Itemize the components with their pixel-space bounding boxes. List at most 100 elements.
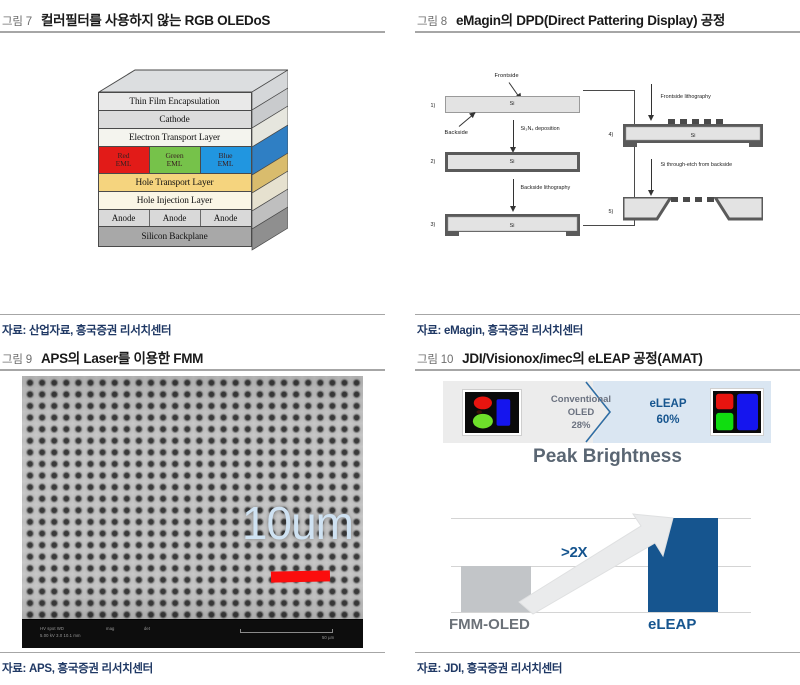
- anode-cell-3: Anode: [213, 213, 238, 223]
- figure-8-source: 자료: eMagin, 흥국증권 리서치센터: [417, 325, 584, 337]
- figure-8-number: 그림 8: [417, 16, 447, 28]
- sem-scale-bar: [270, 569, 331, 583]
- figure-8-bottom-rule: [415, 314, 800, 315]
- step-4-wafer-shape: Si: [622, 118, 763, 147]
- figure-7-bottom-rule: [0, 314, 385, 315]
- emitter-red: Red EML: [98, 147, 150, 173]
- flow-connector: [582, 89, 635, 226]
- step-1-si-label: Si: [509, 101, 515, 107]
- oledos-stack-diagram: Thin Film Encapsulation Cathode Electron…: [97, 69, 288, 274]
- figure-9-source: 자료: APS, 흥국증권 리서치센터: [2, 663, 153, 675]
- column-gap-bottom: [385, 338, 415, 676]
- conventional-oled-pixels: [472, 396, 511, 428]
- sem-scalebar-tick-right: [332, 628, 333, 633]
- step-2-index: 2): [430, 158, 436, 165]
- eleap-value: 60%: [656, 413, 680, 426]
- sem-scalebar-tick-left: [240, 628, 241, 633]
- figure-8-top-rule: [415, 31, 800, 33]
- sem-hole-array: [22, 375, 363, 619]
- right-label-si-through-etch: Si through-etch from backside: [660, 161, 733, 168]
- emitter-green: Green EML: [149, 147, 201, 173]
- layer-anode-row: Anode Anode Anode: [98, 209, 251, 226]
- emitter-red-line1: Red: [117, 151, 130, 161]
- anode-cell-2: Anode: [150, 210, 201, 226]
- anode-cell-1: Anode: [99, 210, 150, 226]
- step-1-index: 1): [430, 102, 436, 109]
- layer-hole-transport: Hole Transport Layer: [98, 173, 251, 191]
- layer-emissive-row: Red EML Green EML Blue EML: [98, 146, 251, 173]
- chevron-right-icon: [585, 380, 612, 443]
- peak-brightness-title: Peak Brightness: [533, 445, 682, 467]
- figure-7-number: 그림 7: [2, 16, 32, 28]
- sem-info-bar: HV spot WD 5.00 kV 3.0 10.1 mm mag det 5…: [22, 618, 363, 648]
- callout-frontside: Frontside: [494, 72, 519, 79]
- figure-7-body: Thin Film Encapsulation Cathode Electron…: [0, 33, 385, 314]
- layer-silicon-backplane: Silicon Backplane: [98, 226, 251, 246]
- sem-micrograph: 10um HV spot WD 5.00 kV 3.0 10.1 mm mag …: [22, 375, 363, 648]
- figure-7-top-rule: [0, 31, 385, 33]
- oledos-3d-faces: [97, 69, 288, 251]
- figure-7-title: 컬러필터를 사용하지 않는 RGB OLEDoS: [40, 13, 271, 28]
- sem-scale-label: 10um: [241, 496, 354, 549]
- gridline-top: [451, 517, 751, 519]
- emitter-blue-line2: EML: [217, 159, 234, 168]
- arrow-step4-to-step5: [647, 158, 654, 196]
- emitter-blue-line1: Blue: [218, 151, 233, 161]
- figure-10-number: 그림 10: [417, 354, 454, 366]
- step-5-wafer-shape: [621, 195, 764, 220]
- emitter-green-line1: Green: [165, 151, 184, 161]
- emitter-green-line2: EML: [166, 159, 183, 168]
- figure-8-title: eMagin의 DPD(Direct Pattering Display) 공정: [455, 13, 726, 28]
- step-4-index: 4): [608, 131, 614, 138]
- figure-9-header: 그림 9 APS의 Laser를 이용한 FMM: [0, 338, 385, 369]
- figure-7-header: 그림 7 컬러필터를 사용하지 않는 RGB OLEDoS: [0, 0, 385, 31]
- backside-arrow-icon: [458, 112, 475, 127]
- step-5-wafer: [621, 195, 764, 229]
- svg-text:Si: Si: [509, 223, 514, 229]
- step-4-wafer: Si: [622, 118, 763, 149]
- conventional-oled-label-line1: Conventional: [550, 393, 612, 405]
- arrow-step1-to-step2: [509, 119, 516, 153]
- sem-scalebar-line: [240, 631, 332, 633]
- sem-info-left-2: 5.00 kV 3.0 10.1 mm: [40, 632, 81, 638]
- bar-label-fmm-oled: FMM-OLED: [449, 615, 530, 633]
- figure-10-title: JDI/Visionox/imec의 eLEAP 공정(AMAT): [462, 351, 703, 366]
- sem-scalebar-value: 50 µm: [322, 634, 335, 640]
- figure-panel-9: 그림 9 APS의 Laser를 이용한 FMM 10um HV spot WD…: [0, 338, 385, 676]
- oledos-layer-stack: Thin Film Encapsulation Cathode Electron…: [97, 92, 252, 247]
- step-5-index: 5): [608, 208, 614, 215]
- figure-9-title: APS의 Laser를 이용한 FMM: [40, 351, 204, 366]
- figure-10-source: 자료: JDI, 흥국증권 리서치센터: [417, 663, 563, 675]
- eleap-sample: [711, 388, 763, 435]
- conventional-oled-value: 28%: [571, 419, 591, 431]
- step-3-index: 3): [430, 221, 436, 228]
- right-label-frontside-litho: Frontside lithography: [660, 93, 711, 100]
- conventional-oled-label-line2: OLED: [567, 406, 595, 418]
- peak-brightness-band: Conventional OLED 28% eLEAP 60%: [443, 380, 771, 443]
- figure-8-body: Frontside 1) Si Backside Si₃N₄ depositio…: [415, 33, 800, 314]
- conventional-oled-sample: [463, 389, 521, 435]
- svg-text:Si: Si: [690, 133, 695, 139]
- eleap-bar-chart: >2X FMM-OLED eLEAP: [443, 488, 771, 648]
- transition-label-backside-litho: Backside lithography: [520, 184, 571, 191]
- step-2-si-label: Si: [509, 158, 515, 165]
- column-gap-top: [385, 0, 415, 338]
- step-3-wafer: Si: [444, 213, 580, 238]
- layer-electron-transport: Electron Transport Layer: [98, 128, 251, 146]
- figure-9-bottom-rule: [0, 652, 385, 653]
- figure-8-header: 그림 8 eMagin의 DPD(Direct Pattering Displa…: [415, 0, 800, 31]
- step-3-wafer-shape: Si: [444, 213, 580, 236]
- transition-label-sin-deposition: Si₃N₄ deposition: [520, 125, 560, 132]
- figure-7-source: 자료: 산업자료, 흥국증권 리서치센터: [2, 325, 172, 337]
- growth-arrow-icon: [518, 512, 674, 615]
- emitter-blue: Blue EML: [200, 147, 251, 173]
- figure-10-body: Conventional OLED 28% eLEAP 60%: [415, 371, 800, 652]
- sem-info-mid-2: det: [144, 625, 151, 631]
- figure-10-bottom-rule: [415, 652, 800, 653]
- figure-9-top-rule: [0, 369, 385, 371]
- bar-label-eleap: eLEAP: [648, 615, 697, 633]
- arrow-to-step4: [647, 83, 654, 121]
- step-1-wafer: Si: [444, 95, 580, 113]
- arrow-step2-to-step3: [509, 178, 516, 212]
